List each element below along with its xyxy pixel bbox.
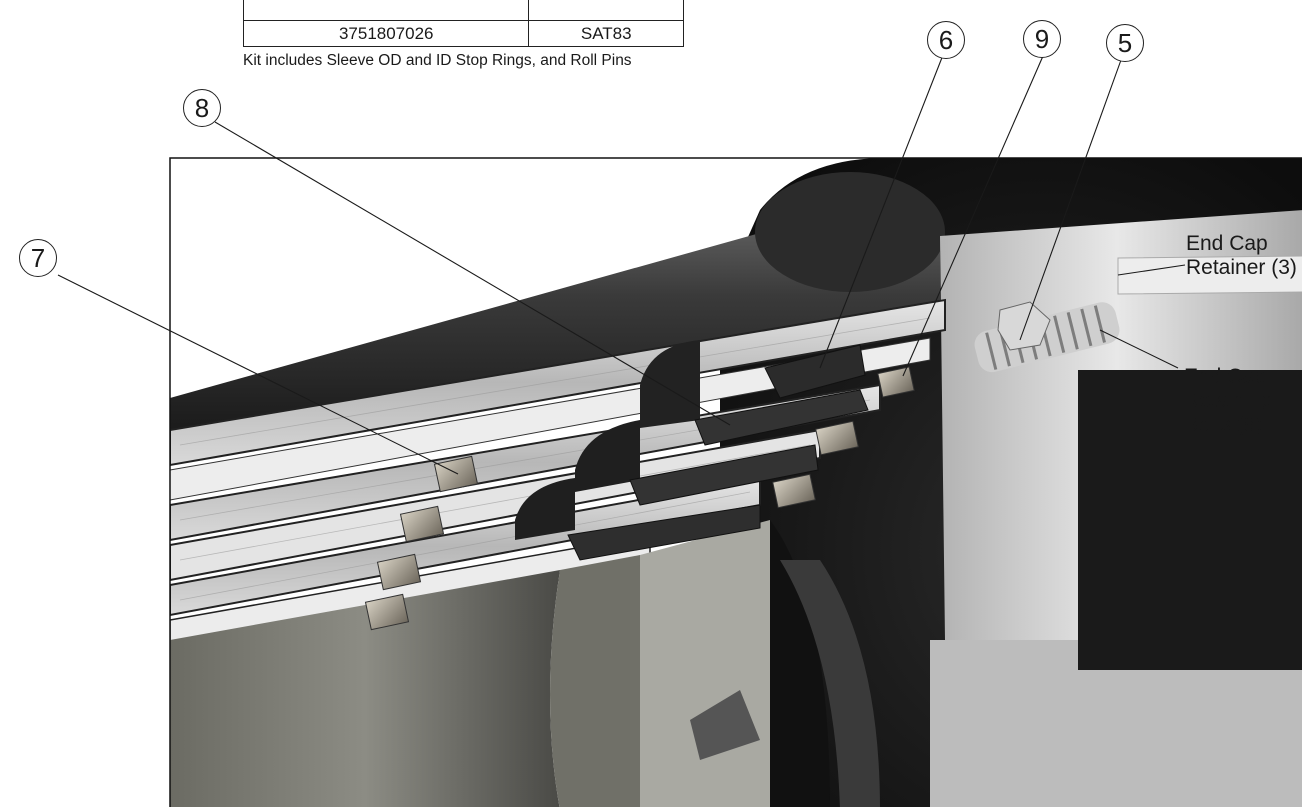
callout-6: 6 bbox=[927, 21, 965, 59]
end-cap-retaining-bolts-label: End Cap Retaining Bolts (8) bbox=[1184, 365, 1273, 436]
table-row bbox=[242, 0, 684, 21]
callout-7: 7 bbox=[19, 239, 57, 277]
parts-table: 3751807026 SAT83 bbox=[242, 0, 684, 47]
callout-number: 8 bbox=[194, 92, 210, 123]
callout-number: 6 bbox=[938, 24, 954, 55]
callout-number: 9 bbox=[1034, 23, 1050, 54]
description-cell: SAT83 bbox=[528, 20, 684, 47]
kit-note: Kit includes Sleeve OD and ID Stop Rings… bbox=[243, 52, 632, 69]
callout-5: 5 bbox=[1106, 24, 1144, 62]
table-row: 3751807026 SAT83 bbox=[242, 20, 684, 47]
part-number-cell: 3751807026 bbox=[242, 20, 530, 47]
end-cap-retainer-label: End Cap Retainer (3) bbox=[1186, 232, 1297, 279]
callout-number: 5 bbox=[1117, 27, 1133, 58]
callout-9: 9 bbox=[1023, 20, 1061, 58]
callout-number: 7 bbox=[30, 242, 46, 273]
callout-8: 8 bbox=[183, 89, 221, 127]
